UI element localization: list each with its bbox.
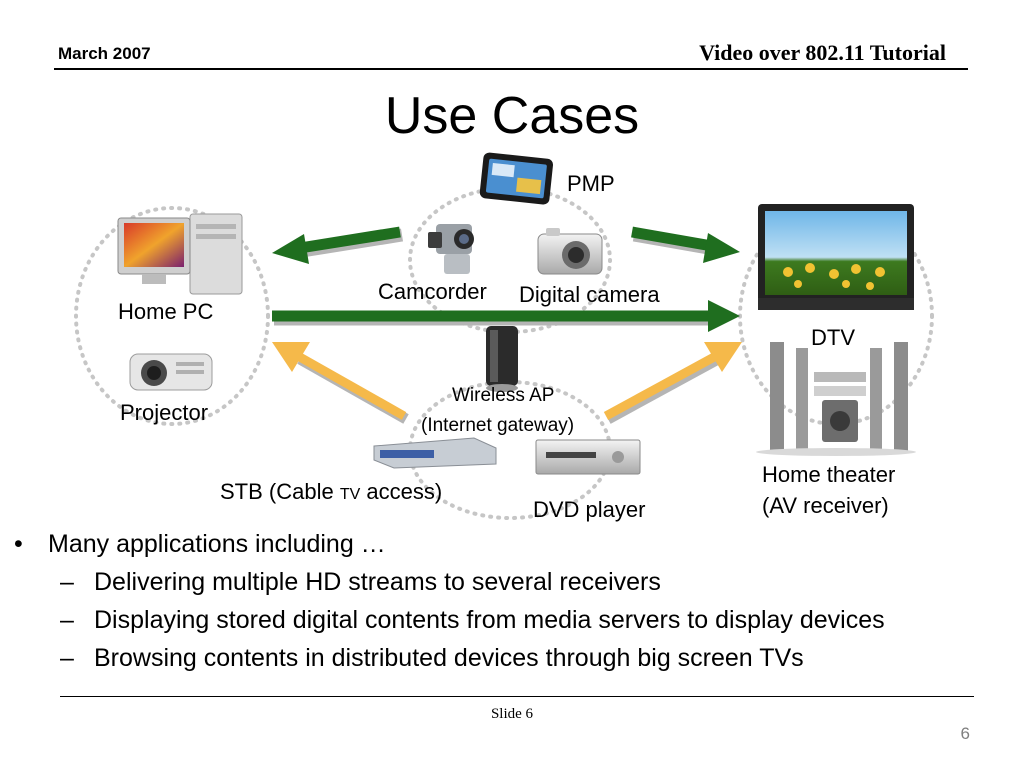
- label-home-theater: Home theater: [762, 462, 895, 487]
- bullet-main-text: Many applications including …: [48, 530, 386, 558]
- label-stb-suffix: access): [360, 479, 442, 504]
- slide-label: Slide 6: [490, 706, 534, 722]
- label-digital-camera: Digital camera: [519, 282, 660, 307]
- arrow-dvd-to-dtv: [603, 342, 742, 424]
- label-projector: Projector: [120, 400, 208, 425]
- wireless-ap-icon: [486, 326, 518, 392]
- arrow-media-to-dtv: [631, 226, 740, 263]
- projector-icon: [129, 353, 213, 391]
- stb-icon: [373, 437, 497, 469]
- label-dtv: DTV: [811, 325, 855, 350]
- arrow-pc-to-dtv: [272, 300, 740, 332]
- dvd-player-icon: [535, 439, 641, 475]
- header-date: March 2007: [58, 44, 151, 63]
- label-stb-tv: TV: [340, 486, 361, 503]
- pmp-icon: [479, 152, 554, 205]
- sub-bullet-dash: –: [60, 644, 74, 672]
- sub-bullet-text: Delivering multiple HD streams to severa…: [94, 568, 661, 596]
- arrow-media-to-pc: [272, 226, 404, 264]
- arrow-stb-to-pc: [272, 342, 409, 424]
- footer-divider: [60, 696, 974, 697]
- label-stb-prefix: STB (Cable: [220, 479, 340, 504]
- orange-arrows: [272, 342, 742, 424]
- bullet-dot: •: [14, 530, 23, 558]
- group-circle-pc: [74, 206, 270, 426]
- home-pc-icon: [117, 213, 243, 295]
- sub-bullet-dash: –: [60, 606, 74, 634]
- dtv-icon: [758, 204, 914, 310]
- sub-bullet-text: Browsing contents in distributed devices…: [94, 644, 804, 672]
- label-av-receiver: (AV receiver): [762, 493, 889, 518]
- header-doc-title: Video over 802.11 Tutorial: [699, 40, 946, 65]
- label-dvd-player: DVD player: [533, 497, 645, 522]
- digital-camera-icon: [537, 228, 603, 275]
- use-cases-diagram: PMP Camcorder Digital camera Home PC Pro…: [74, 152, 934, 522]
- label-home-pc: Home PC: [118, 299, 213, 324]
- label-internet-gateway: (Internet gateway): [421, 415, 574, 436]
- slide-title: Use Cases: [384, 87, 640, 145]
- sub-bullet-text: Displaying stored digital contents from …: [94, 606, 885, 634]
- green-arrows: [272, 226, 740, 332]
- label-wireless-ap: Wireless AP: [452, 385, 554, 406]
- sub-bullet-dash: –: [60, 568, 74, 596]
- camcorder-icon: [428, 224, 474, 274]
- home-theater-icon: [756, 342, 916, 456]
- label-camcorder: Camcorder: [378, 279, 487, 304]
- label-pmp: PMP: [567, 171, 615, 196]
- page-number: 6: [960, 724, 970, 743]
- label-stb: STB (Cable TV access): [220, 479, 442, 504]
- header-divider: [54, 68, 968, 70]
